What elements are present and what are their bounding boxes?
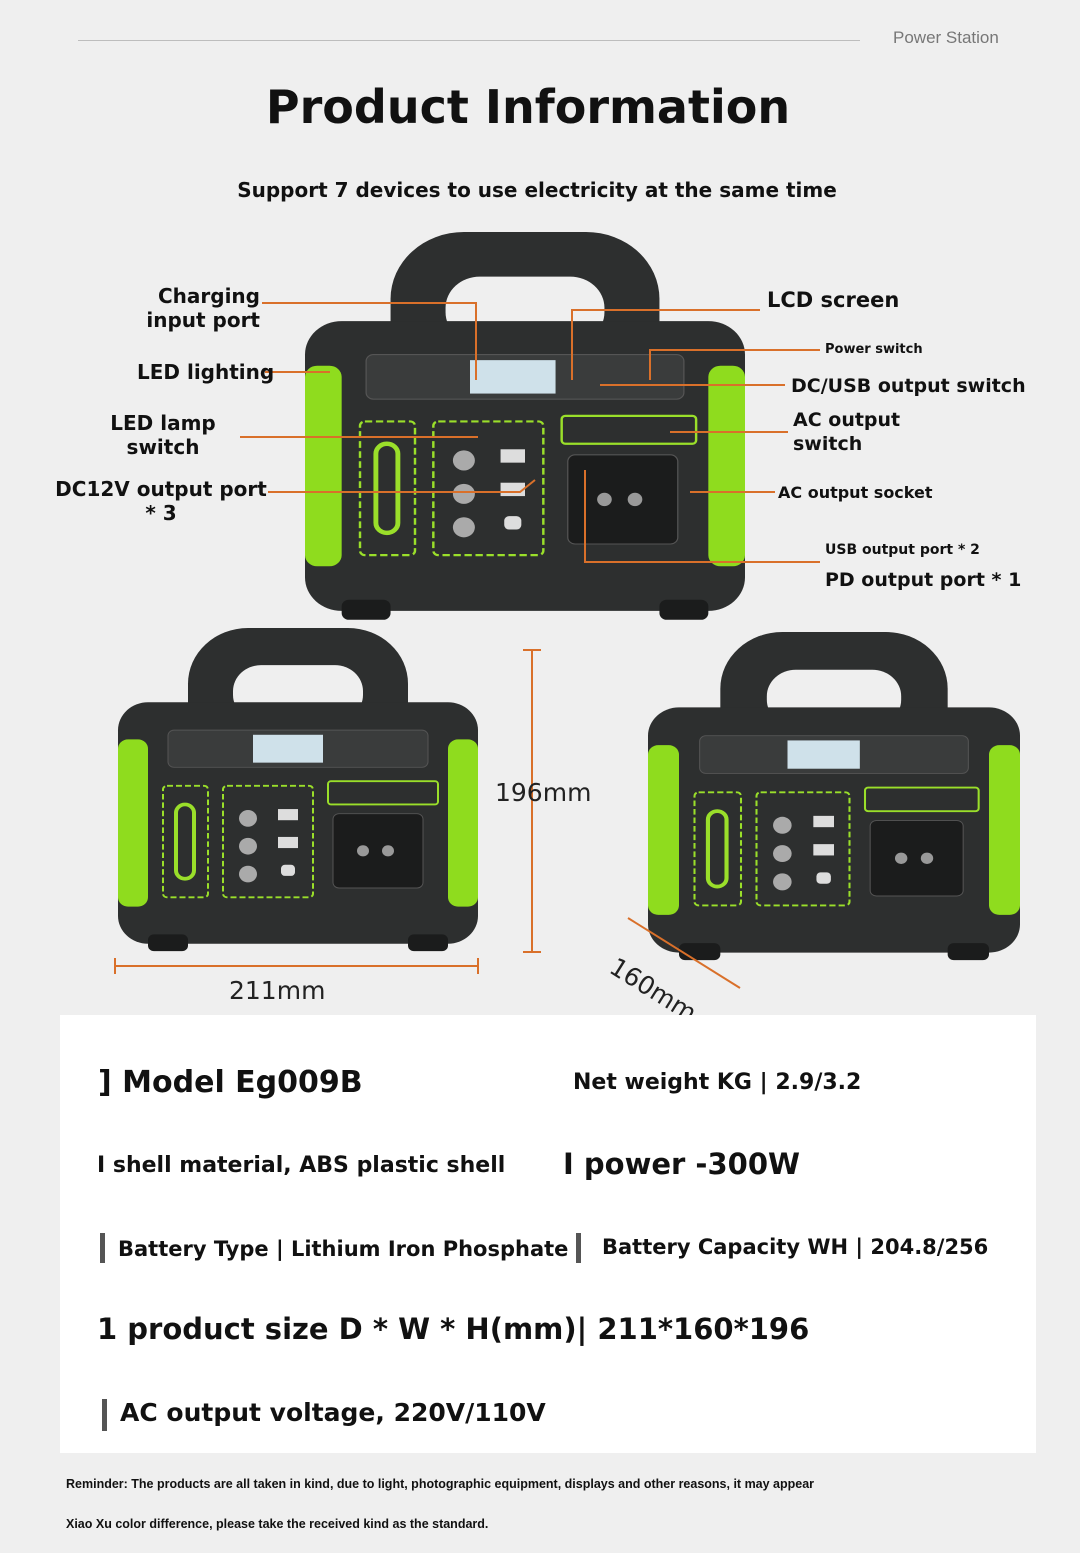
width-dimension: 211mm	[229, 976, 326, 1005]
bullet-bar	[100, 1233, 105, 1263]
header-divider	[78, 40, 860, 41]
reminder-line-1: Reminder: The products are all taken in …	[66, 1477, 815, 1491]
brand-label: Power Station	[893, 28, 999, 47]
bullet-bar	[576, 1233, 581, 1263]
callout-line2: input port	[146, 308, 260, 332]
callout-charging-input-port: Charging input port	[140, 284, 260, 332]
callout-led-lamp-switch: LED lamp switch	[98, 411, 228, 459]
callout-led-lighting: LED lighting	[137, 360, 275, 384]
callout-dc12v-output-port: DC12V output port * 3	[55, 477, 267, 525]
callout-line1: Charging	[157, 284, 260, 308]
callout-line2: switch	[126, 435, 200, 459]
callout-ac-output-socket: AC output socket	[778, 483, 933, 502]
page-title: Product Information	[265, 80, 791, 134]
callout-line1: LED lamp	[110, 411, 216, 435]
callout-ac-output-switch: AC output switch	[793, 408, 900, 456]
callout-lines	[240, 302, 820, 563]
spec-shell-material: I shell material, ABS plastic shell	[97, 1153, 506, 1178]
spec-model: ] Model Eg009B	[98, 1065, 363, 1100]
spec-product-size: 1 product size D * W * H(mm)| 211*160*19…	[97, 1312, 810, 1346]
dimension-lines	[114, 649, 741, 989]
spec-power: I power -300W	[563, 1147, 800, 1181]
callout-lcd-screen: LCD screen	[767, 288, 900, 312]
bullet-bar	[102, 1399, 107, 1431]
callout-dc-usb-output-switch: DC/USB output switch	[791, 375, 1026, 397]
callout-pd-output-port: PD output port * 1	[825, 569, 1022, 591]
spec-panel: ] Model Eg009B Net weight KG | 2.9/3.2 I…	[60, 1015, 1036, 1453]
callout-line1: DC12V output port	[55, 477, 267, 501]
spec-net-weight: Net weight KG | 2.9/3.2	[573, 1070, 862, 1095]
height-dimension: 196mm	[495, 778, 592, 807]
callout-power-switch: Power switch	[825, 342, 923, 357]
callout-usb-output-port: USB output port * 2	[825, 542, 980, 558]
page-subtitle: Support 7 devices to use electricity at …	[237, 178, 837, 202]
callout-line2: * 3	[145, 501, 177, 525]
spec-ac-output-voltage: AC output voltage, 220V/110V	[120, 1398, 546, 1427]
spec-battery-capacity: Battery Capacity WH | 204.8/256	[602, 1235, 989, 1259]
callout-line1: AC output	[793, 409, 901, 431]
callout-line2: switch	[793, 433, 863, 455]
spec-battery-type: Battery Type | Lithium Iron Phosphate	[118, 1237, 569, 1261]
reminder-line-2: Xiao Xu color difference, please take th…	[66, 1517, 489, 1531]
